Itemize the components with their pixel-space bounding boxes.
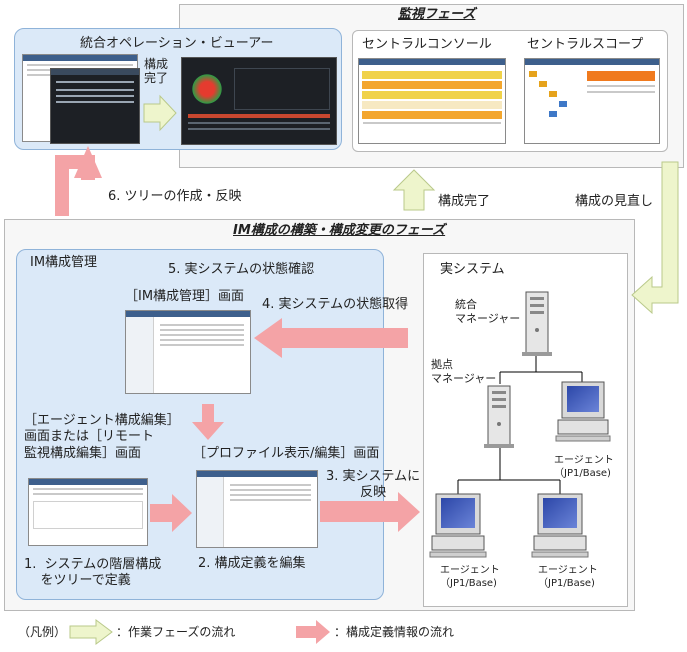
config-flow-arrow-to-profile (150, 494, 192, 532)
im-screen-label: ［IM構成管理］画面 (125, 289, 245, 304)
config-complete-label: 構成完了 (438, 194, 491, 209)
profile-screen-label: ［プロファイル表示/編集］画面 (193, 446, 380, 461)
central-scope-title: セントラルスコープ (527, 37, 644, 52)
manager-server-icon (522, 291, 552, 356)
config-flow-arrow-down (192, 404, 224, 440)
central-console-screenshot (358, 58, 506, 144)
config-review-label: 構成の見直し (575, 194, 654, 209)
config-flow-arrow-reflect (320, 492, 420, 532)
real-system-title: 実システム (440, 262, 505, 277)
build-phase-title: IM構成の構築・構成変更のフェーズ (233, 223, 446, 238)
legend-work-flow-arrow (69, 619, 113, 645)
agent3-label: エージェント （JP1/Base) (538, 565, 598, 589)
config-flow-arrow-get-state (254, 318, 408, 358)
central-console-title: セントラルコンソール (362, 37, 492, 52)
viewer-dashboard-screenshot (181, 57, 337, 145)
base-manager-label: 拠点 マネージャー (431, 358, 497, 385)
central-scope-screenshot (524, 58, 660, 144)
tree-create-label: 6. ツリーの作成・反映 (108, 189, 242, 204)
work-flow-arrow-config-done-up (392, 169, 436, 211)
step2-label: 2. 構成定義を編集 (198, 556, 306, 571)
agent1-label: エージェント （JP1/Base) (554, 455, 614, 479)
manager-label: 統合 マネージャー (455, 298, 521, 325)
get-state-label: 4. 実システムの状態取得 (262, 297, 409, 312)
agent-config-screenshot (28, 478, 148, 546)
profile-edit-screenshot (196, 470, 318, 548)
step1-label: 1. システムの階層構成 をツリーで定義 (24, 557, 162, 589)
legend-config-flow-text: ：構成定義情報の流れ (334, 625, 455, 639)
legend-config-flow-arrow (296, 620, 330, 644)
im-mgmt-screenshot (125, 310, 251, 394)
work-flow-arrow-config-review (631, 161, 679, 315)
agent2-label: エージェント （JP1/Base) (440, 565, 500, 589)
viewer-dialog-screenshot (50, 68, 140, 144)
step5-label: 5. 実システムの状態確認 (168, 262, 315, 277)
work-flow-arrow-config-done-right (143, 94, 177, 132)
agent-pc-icon-3 (531, 493, 589, 558)
im-mgmt-title: IM構成管理 (30, 255, 98, 270)
monitor-phase-title: 監視フェーズ (398, 7, 476, 22)
base-manager-server-icon (484, 385, 514, 448)
agent-screen-label: ［エージェント構成編集］ 画面または［リモート 監視構成編集］画面 (24, 413, 180, 461)
agent-pc-icon-1 (555, 381, 611, 442)
viewer-config-done-label: 構成 完了 (144, 57, 169, 86)
reflect-label: 3. 実システムに 反映 (326, 469, 421, 501)
legend-work-flow-text: ：作業フェーズの流れ (116, 625, 236, 639)
legend-label: （凡例） (18, 625, 67, 639)
viewer-title: 統合オペレーション・ビューアー (80, 36, 274, 51)
network-lines (457, 355, 583, 494)
agent-pc-icon-2 (429, 493, 487, 558)
